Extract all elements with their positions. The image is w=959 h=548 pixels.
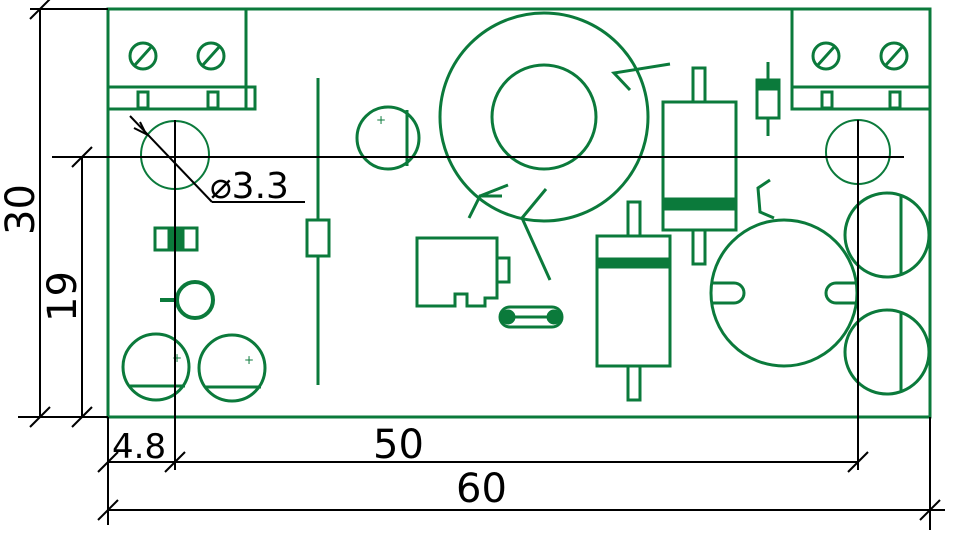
terminal-block-left: [106, 7, 257, 111]
capacitor-large: [709, 218, 859, 368]
capacitor-bottom-left-2: +: [197, 333, 267, 403]
svg-text:+: +: [172, 351, 182, 365]
dim-hole-diameter: ⌀3.3: [129, 115, 305, 207]
svg-text:+: +: [244, 353, 254, 367]
dim-label-height: 30: [0, 184, 44, 235]
capacitor-top: +: [355, 105, 421, 171]
dim-board-height: 30: [0, 0, 108, 428]
resistor-vertical: [305, 78, 331, 385]
lead-hook: [756, 178, 775, 220]
svg-text:+: +: [376, 113, 386, 127]
dim-hole-spacing-y: 19: [40, 146, 93, 428]
fuse: [498, 305, 564, 329]
dim-label-spacing-x: 50: [373, 422, 424, 468]
toroid-inductor: [438, 11, 671, 281]
capacitor-right-1: [843, 191, 931, 279]
dim-label-diameter: ⌀3.3: [210, 166, 289, 207]
dim-label-offset: 4.8: [112, 427, 166, 467]
diode-large-lower: [595, 200, 672, 402]
diode-small: [755, 62, 781, 136]
test-pad: [175, 280, 215, 320]
diode-large-upper: [661, 66, 738, 266]
dim-label-width: 60: [456, 466, 507, 512]
capacitor-bottom-left-1: +: [121, 332, 191, 402]
relay-box: [415, 236, 511, 308]
dim-hole-spacing-x: 4.8 50: [97, 422, 869, 473]
capacitor-right-2: [843, 308, 931, 396]
terminal-block-right: [790, 7, 932, 111]
board-outline: [106, 7, 932, 419]
dim-label-spacing-y: 19: [40, 271, 86, 322]
dim-board-width: 60: [97, 466, 945, 521]
